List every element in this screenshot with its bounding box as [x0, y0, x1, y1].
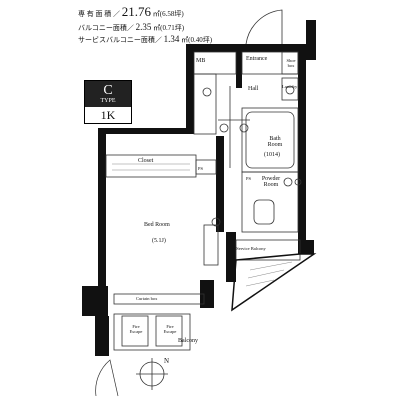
bath-size-label: (1014)	[264, 152, 280, 158]
exclusive-area-label: 専 有 面 積 ／	[78, 10, 120, 18]
walls	[82, 20, 316, 356]
laundry-label: Laundry	[282, 84, 298, 89]
closet-label: Closet	[138, 158, 154, 164]
curtain-box-label: Curtain box	[136, 296, 158, 301]
fixtures	[202, 85, 302, 227]
service-balcony-area-label: サービスバルコニー面積／	[78, 36, 162, 44]
exclusive-area-unit: ㎡(6.58坪)	[152, 10, 184, 18]
hall-label: Hall	[248, 86, 259, 92]
fire-escape-label-2: Fire Escape	[163, 324, 177, 334]
unit-layout: 1K	[100, 107, 116, 122]
unit-type-letter: C	[103, 82, 113, 98]
shoe-box-label: Shoe box	[286, 58, 296, 68]
balcony-label: Balcony	[178, 338, 198, 344]
service-balcony-area-row: サービスバルコニー面積／ 1.34 ㎡(0.40坪)	[78, 34, 212, 45]
mb-label: MB	[196, 58, 206, 64]
ps-label-2: PS	[246, 176, 252, 181]
fire-escape-label-1: Fire Escape	[129, 324, 143, 334]
service-balcony-outline	[231, 253, 317, 312]
exclusive-area-row: 専 有 面 積 ／ 21.76 ㎡(6.58坪)	[78, 4, 184, 20]
unit-type-badge: C TYPE 1K	[84, 80, 132, 124]
service-balcony-hatch	[245, 261, 293, 287]
compass	[136, 358, 168, 390]
balcony-area-label: バルコニー面積／	[78, 24, 134, 32]
service-balcony-area-value: 1.34	[163, 34, 180, 44]
service-balcony-label: Service Balcony	[236, 246, 266, 251]
unit-type-label: TYPE	[100, 97, 116, 104]
balcony-area-unit: ㎡(0.71坪)	[153, 24, 185, 32]
balcony-door-arc	[95, 359, 119, 397]
exclusive-area-value: 21.76	[121, 4, 151, 19]
service-balcony-area-unit: ㎡(0.40坪)	[181, 36, 213, 44]
ps-label-1: PS	[198, 166, 204, 171]
interior-lines	[105, 51, 301, 351]
powder-room-label: Powder Room	[261, 176, 281, 188]
bath-room-label: Bath Room	[267, 136, 283, 148]
entrance-label: Entrance	[246, 56, 268, 62]
closet-hatch	[112, 163, 190, 171]
entrance-door-arc	[245, 9, 283, 45]
balcony-area-value: 2.35	[135, 22, 152, 32]
bed-room-label: Bed Room	[144, 222, 170, 228]
compass-north-label: N	[164, 357, 170, 365]
bed-size-label: (5.1J)	[152, 238, 166, 244]
balcony-area-row: バルコニー面積／ 2.35 ㎡(0.71坪)	[78, 22, 184, 33]
